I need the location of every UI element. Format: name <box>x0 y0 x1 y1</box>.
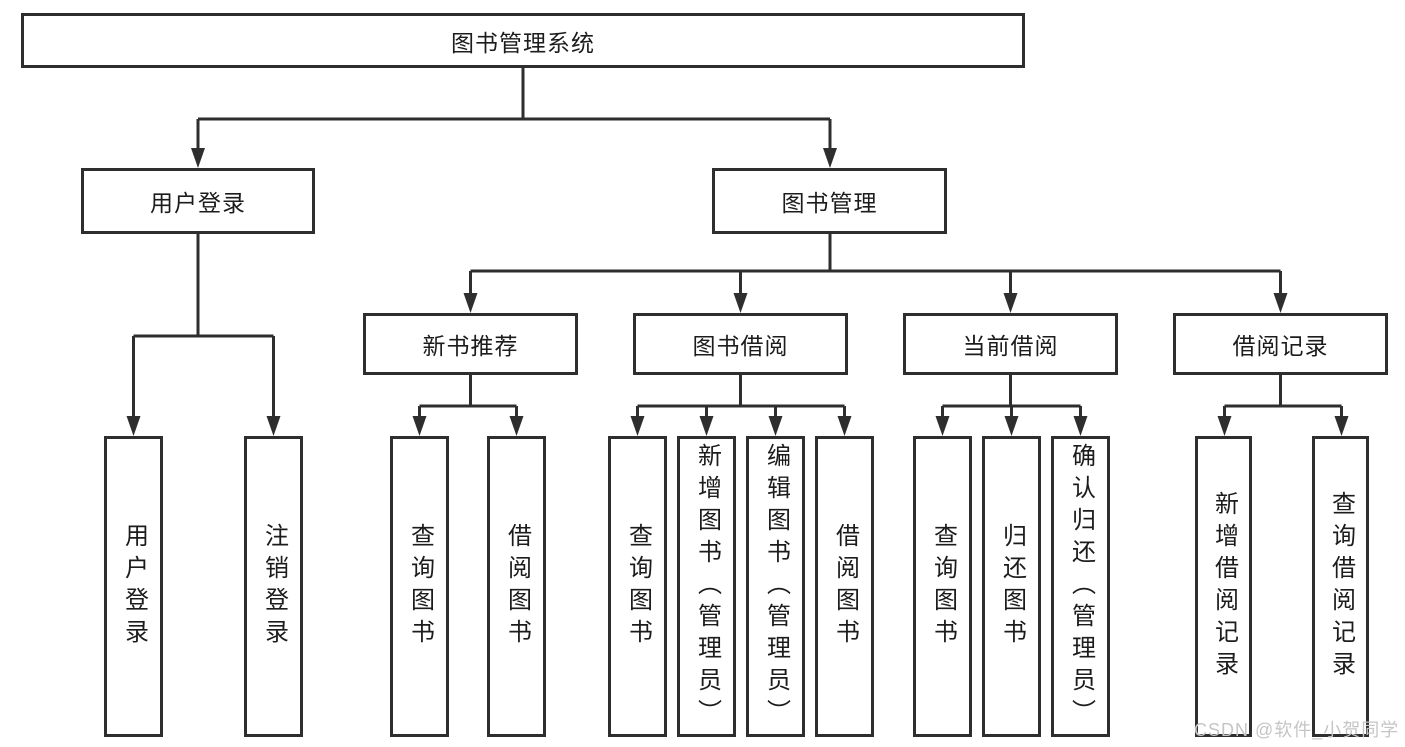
leaf-borrow-books-recommend: 借阅图书 <box>487 436 546 737</box>
book-borrow-node: 图书借阅 <box>633 313 848 375</box>
leaf-borrow-books: 借阅图书 <box>815 436 874 737</box>
connector-root <box>191 68 837 168</box>
leaf-query-books-recommend: 查询图书 <box>390 436 449 737</box>
connector-current-borrow <box>935 375 1088 436</box>
leaf-edit-books-admin: 编辑图书（管理员） <box>746 436 805 737</box>
connector-borrow-record <box>1217 375 1349 436</box>
watermark: CSDN @软件_小贺同学 <box>1194 720 1400 740</box>
connector-user-login <box>126 234 281 436</box>
leaf-query-borrow-record: 查询借阅记录 <box>1312 436 1369 737</box>
connector-book-borrow <box>630 375 852 436</box>
connector-new-book-recommend <box>412 375 524 436</box>
leaf-user-login: 用户登录 <box>104 436 163 737</box>
leaf-query-books-current: 查询图书 <box>913 436 972 737</box>
root-node: 图书管理系统 <box>21 13 1025 68</box>
leaf-add-books-admin: 新增图书（管理员） <box>677 436 736 737</box>
leaf-add-borrow-record: 新增借阅记录 <box>1195 436 1252 737</box>
leaf-query-books-borrow: 查询图书 <box>608 436 667 737</box>
current-borrow-node: 当前借阅 <box>903 313 1118 375</box>
new-book-recommend-node: 新书推荐 <box>363 313 578 375</box>
book-management-node: 图书管理 <box>712 168 947 234</box>
connector-book-management <box>463 234 1288 313</box>
leaf-return-books: 归还图书 <box>982 436 1041 737</box>
leaf-logout-login: 注销登录 <box>244 436 303 737</box>
leaf-confirm-return-admin: 确认归还（管理员） <box>1051 436 1110 737</box>
user-login-node: 用户登录 <box>81 168 315 234</box>
borrow-record-node: 借阅记录 <box>1173 313 1388 375</box>
